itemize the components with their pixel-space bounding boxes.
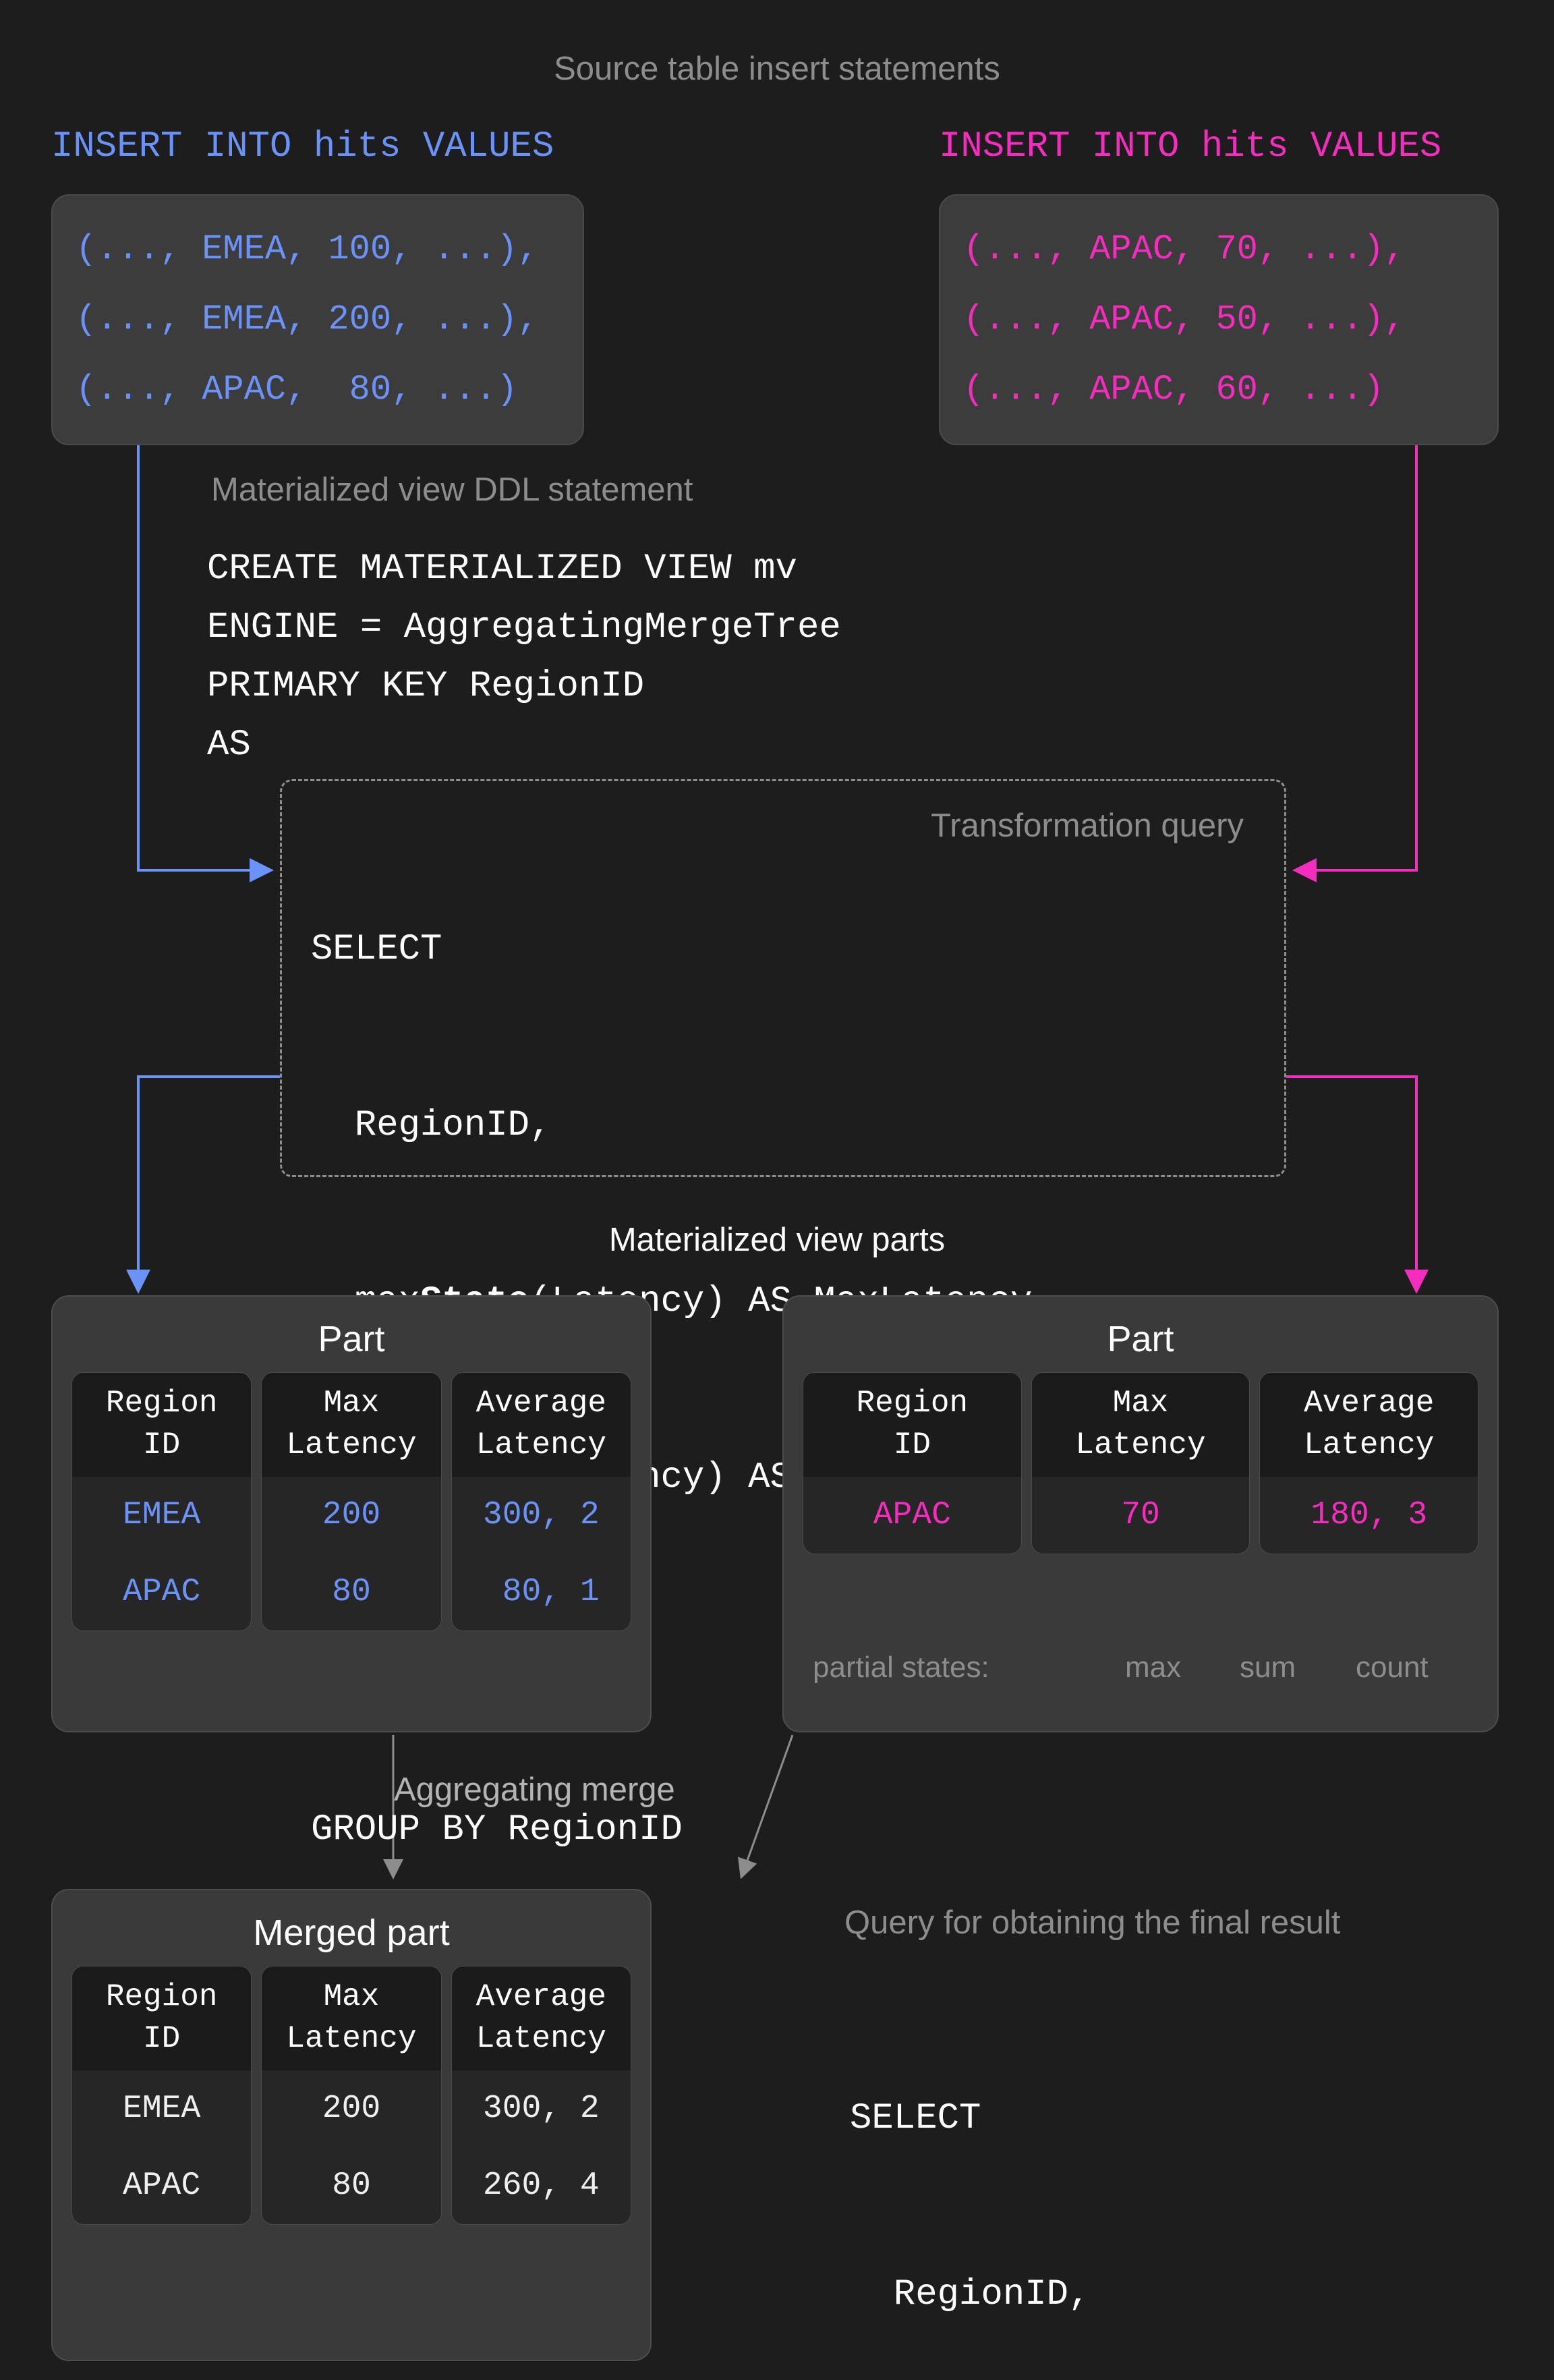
query-line: SELECT [850,2098,981,2139]
column-header: Average Latency [1260,1373,1478,1477]
cell: 300, 2 [482,1497,600,1533]
cell: APAC [123,2168,201,2204]
part-columns: Region ID APAC Max Latency 70 Average La… [784,1372,1497,1554]
cell: APAC [123,1574,201,1610]
column-header: Region ID [72,1966,252,2070]
cell: 200 [322,1497,381,1533]
cell: 80 [332,1574,371,1610]
query-line: RegionID, [850,2274,1091,2315]
ddl-caption: Materialized view DDL statement [211,472,693,508]
transformation-query-caption: Transformation query [931,808,1244,844]
column-header: Average Latency [451,1373,631,1477]
column-header: Average Latency [451,1966,631,2070]
partial-state-sum: sum [1240,1651,1296,1684]
insert-row: (..., APAC, 70, ...), [963,229,1406,269]
insert-box-pink: (..., APAC, 70, ...), (..., APAC, 50, ..… [939,194,1499,445]
column-max-latency: Max Latency 200 80 [261,1966,442,2225]
query-line: SELECT [311,929,442,970]
aggregating-merge-label: Aggregating merge [394,1772,675,1808]
column-header: Max Latency [262,1373,441,1477]
column-header: Max Latency [262,1966,441,2070]
cell: EMEA [123,1497,201,1533]
partial-state-max: max [1125,1651,1182,1684]
transformation-query-box: Transformation query SELECT RegionID, ma… [280,779,1286,1850]
merged-part-title: Merged part [253,1913,450,1953]
mv-parts-caption: Materialized view parts [608,1222,946,1258]
insert-box-blue: (..., EMEA, 100, ...), (..., EMEA, 200, … [51,194,584,445]
final-query-code: SELECT RegionID, maxMerge(MaxLatency), a… [850,1972,1352,2380]
source-inserts-caption: Source table insert statements [554,51,1000,87]
final-query-caption: Query for obtaining the final result [844,1904,1341,1941]
cell: 80 [332,2168,371,2204]
merged-part-columns: Region ID EMEA APAC Max Latency 200 80 A… [53,1966,650,2225]
insert-header-pink: INSERT INTO hits VALUES [939,126,1442,167]
cell: APAC [873,1497,951,1533]
cell: 200 [322,2091,381,2127]
column-average-latency: Average Latency 300, 2 260, 4 [451,1966,631,2225]
column-header: Max Latency [1031,1373,1250,1477]
arrow-pink-insert-to-query [1292,425,1418,882]
column-average-latency: Average Latency 180, 3 [1259,1372,1479,1554]
insert-header-blue: INSERT INTO hits VALUES [51,126,554,167]
insert-row: (..., APAC, 50, ...), [963,300,1406,339]
query-line: GROUP BY RegionID [311,1809,683,1850]
insert-row: (..., EMEA, 100, ...), [76,229,539,269]
insert-row: (..., APAC, 80, ...) [76,370,518,409]
cell: 80, 1 [482,1574,600,1610]
column-region-id: Region ID EMEA APAC [71,1372,252,1631]
ddl-code: CREATE MATERIALIZED VIEW mv ENGINE = Agg… [207,548,841,766]
cell: 70 [1121,1497,1160,1533]
part-title: Part [1107,1319,1174,1359]
cell: 300, 2 [482,2091,600,2127]
partial-state-count: count [1356,1651,1429,1684]
cell: EMEA [123,2091,201,2127]
cell: 260, 4 [482,2168,600,2204]
mv-part-right: Part Region ID APAC Max Latency 70 Avera… [782,1295,1499,1732]
column-header: Region ID [72,1373,252,1477]
mv-part-left: Part Region ID EMEA APAC Max Latency 200… [51,1295,652,1732]
column-region-id: Region ID EMEA APAC [71,1966,252,2225]
column-max-latency: Max Latency 200 80 [261,1372,442,1631]
column-header: Region ID [803,1373,1021,1477]
partial-states-label: partial states: [813,1651,989,1684]
cell: 180, 3 [1311,1497,1428,1533]
part-title: Part [318,1319,385,1359]
insert-row: (..., EMEA, 200, ...), [76,300,539,339]
part-columns: Region ID EMEA APAC Max Latency 200 80 A… [53,1372,650,1631]
column-region-id: Region ID APAC [803,1372,1022,1554]
column-max-latency: Max Latency 70 [1031,1372,1250,1554]
query-line: RegionID, [311,1105,552,1146]
insert-row: (..., APAC, 60, ...) [963,370,1385,409]
merged-part-card: Merged part Region ID EMEA APAC Max Late… [51,1889,652,2361]
column-average-latency: Average Latency 300, 2 80, 1 [451,1372,631,1631]
